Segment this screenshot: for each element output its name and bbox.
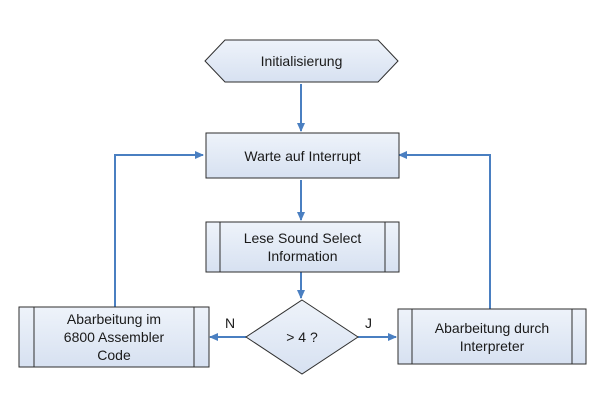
read-node <box>205 221 400 273</box>
decision-node <box>245 299 359 375</box>
no-branch-node <box>18 306 210 368</box>
wait-node <box>205 132 400 179</box>
no-branch-marker: N <box>225 315 236 331</box>
loop-yes-to-wait <box>398 151 491 309</box>
yes-branch-node <box>397 308 587 365</box>
loop-no-to-wait <box>114 151 204 307</box>
yes-branch-marker: J <box>365 315 372 331</box>
start-node <box>204 39 399 83</box>
